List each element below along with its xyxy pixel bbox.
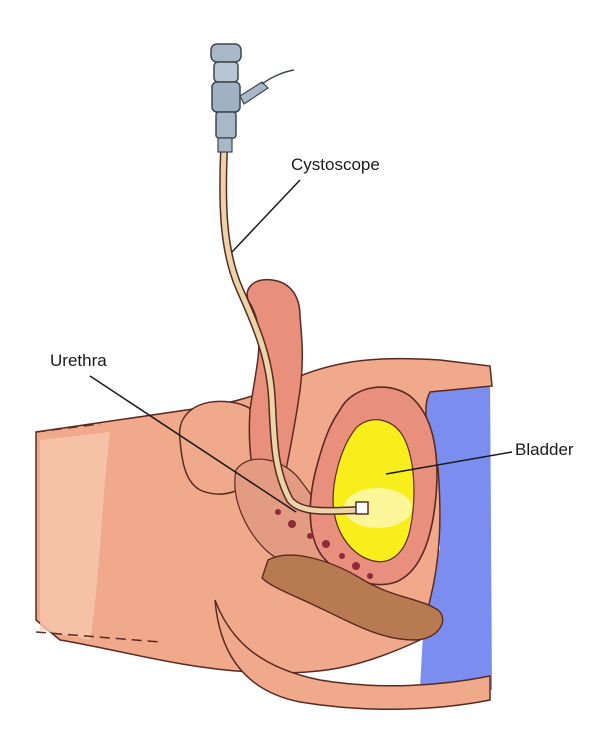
leader-cystoscope [232, 180, 300, 252]
label-bladder: Bladder [515, 440, 574, 460]
cystoscope-eyepiece [211, 44, 294, 152]
label-urethra: Urethra [50, 351, 107, 371]
label-cystoscope: Cystoscope [291, 155, 380, 175]
cystoscope-tip [356, 502, 368, 514]
